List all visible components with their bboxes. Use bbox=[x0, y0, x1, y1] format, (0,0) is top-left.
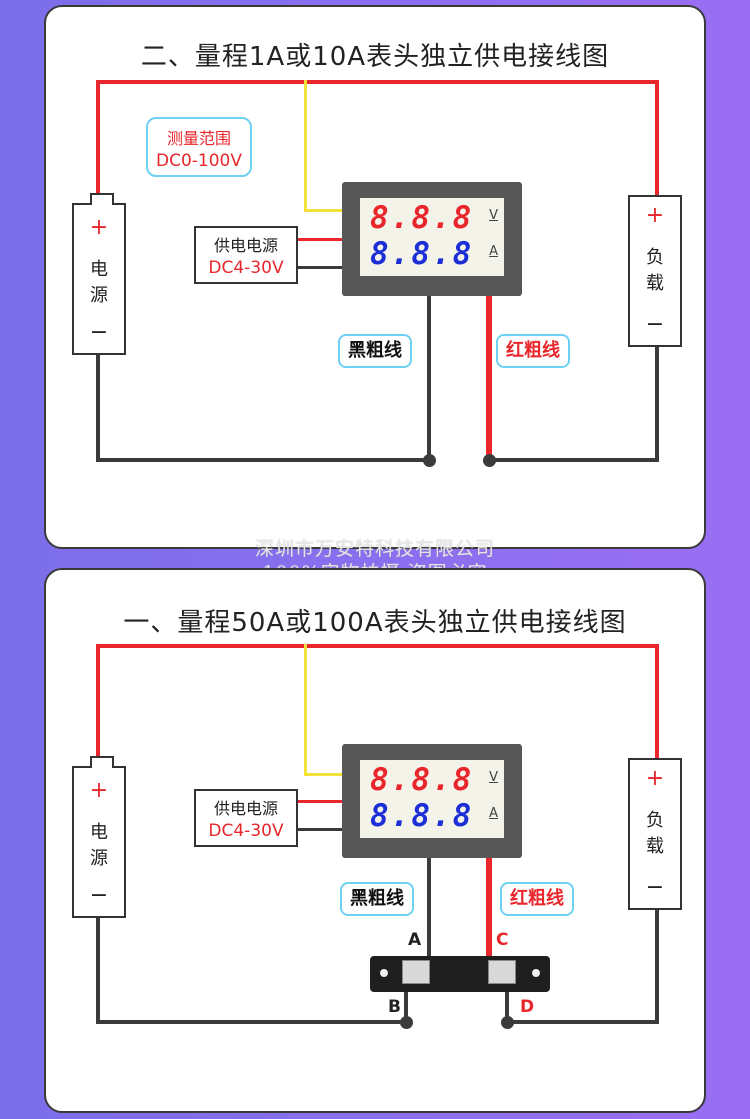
junction-dot bbox=[400, 1016, 413, 1029]
battery-positive-wire bbox=[96, 644, 100, 760]
bottom-black-wire-right bbox=[489, 458, 659, 462]
red-wire-tag: 红粗线 bbox=[500, 882, 574, 916]
meter-black-thick-wire bbox=[427, 296, 431, 462]
battery-negative-wire bbox=[96, 354, 100, 462]
shunt-mount-hole bbox=[380, 969, 388, 977]
bottom-black-wire-left bbox=[96, 1020, 408, 1024]
voltage-unit: V bbox=[489, 770, 498, 785]
terminal-d-label: D bbox=[520, 997, 535, 1017]
load-minus: − bbox=[645, 875, 665, 900]
current-shunt bbox=[370, 956, 550, 992]
junction-dot bbox=[483, 454, 496, 467]
top-red-wire bbox=[96, 80, 658, 84]
voltage-unit: V bbox=[489, 208, 498, 223]
load: + 负 载 − bbox=[628, 195, 682, 347]
yellow-sense-wire bbox=[304, 644, 307, 776]
power-supply-voltage: DC4-30V bbox=[208, 821, 284, 841]
voltage-digits: 8.8.8 bbox=[370, 200, 474, 236]
volt-amp-meter: 8.8.8 V 8.8.8 A bbox=[342, 182, 522, 296]
meter-display: 8.8.8 V 8.8.8 A bbox=[360, 760, 504, 838]
terminal-b-label: B bbox=[388, 997, 401, 1017]
black-wire-tag: 黑粗线 bbox=[340, 882, 414, 916]
voltage-digits: 8.8.8 bbox=[370, 762, 474, 798]
yellow-sense-wire-h bbox=[304, 773, 344, 776]
meter-black-thick-wire bbox=[427, 858, 431, 958]
power-supply-label: 供电电源 bbox=[213, 236, 278, 255]
meter-display: 8.8.8 V 8.8.8 A bbox=[360, 198, 504, 276]
supply-red-wire bbox=[296, 238, 344, 241]
battery-minus: − bbox=[89, 320, 109, 345]
load-positive-wire bbox=[655, 644, 659, 760]
shunt-d-wire bbox=[505, 990, 509, 1024]
power-supply-voltage: DC4-30V bbox=[208, 258, 284, 278]
volt-amp-meter: 8.8.8 V 8.8.8 A bbox=[342, 744, 522, 858]
load-plus: + bbox=[645, 203, 665, 228]
load-minus: − bbox=[645, 312, 665, 337]
battery-plus: + bbox=[89, 778, 109, 803]
yellow-sense-wire-h bbox=[304, 209, 344, 212]
battery-cap bbox=[90, 193, 114, 205]
measurement-range-bubble: 测量范围 DC0-100V bbox=[146, 117, 252, 177]
battery-label: 电 源 bbox=[90, 822, 108, 869]
battery-minus: − bbox=[89, 883, 109, 908]
top-red-wire bbox=[96, 644, 658, 648]
diagram-2-title: 一、量程50A或100A表头独立供电接线图 bbox=[123, 608, 627, 638]
load-label: 负 载 bbox=[646, 810, 664, 857]
meter-red-thick-wire bbox=[486, 296, 492, 462]
battery-cap bbox=[90, 756, 114, 768]
load-positive-wire bbox=[655, 80, 659, 198]
current-digits: 8.8.8 bbox=[370, 236, 474, 272]
supply-black-wire bbox=[296, 828, 344, 831]
junction-dot bbox=[501, 1016, 514, 1029]
power-supply-box: 供电电源 DC4-30V bbox=[194, 789, 298, 847]
battery-negative-wire bbox=[96, 916, 100, 1024]
supply-black-wire bbox=[296, 266, 344, 269]
battery-label: 电 源 bbox=[90, 259, 108, 306]
current-digits: 8.8.8 bbox=[370, 798, 474, 834]
battery-plus: + bbox=[89, 215, 109, 240]
load-negative-wire bbox=[655, 346, 659, 462]
current-unit: A bbox=[489, 806, 498, 821]
supply-red-wire bbox=[296, 800, 344, 803]
shunt-b-wire bbox=[404, 990, 408, 1024]
load-label: 负 载 bbox=[646, 247, 664, 294]
battery: + 电 源 − bbox=[72, 193, 126, 355]
meter-red-thick-wire bbox=[486, 858, 492, 958]
battery-positive-wire bbox=[96, 80, 100, 198]
power-supply-box: 供电电源 DC4-30V bbox=[194, 226, 298, 284]
watermark-company: 深圳市万安特科技有限公司 bbox=[254, 538, 495, 560]
terminal-a-label: A bbox=[408, 930, 422, 950]
terminal-c-label: C bbox=[496, 930, 509, 950]
bottom-black-wire-left bbox=[96, 458, 430, 462]
range-label: 测量范围 bbox=[166, 129, 231, 148]
shunt-mount-hole bbox=[532, 969, 540, 977]
yellow-sense-wire bbox=[304, 80, 307, 212]
battery: + 电 源 − bbox=[72, 756, 126, 918]
current-unit: A bbox=[489, 244, 498, 259]
shunt-terminal-block bbox=[402, 960, 430, 984]
range-value: DC0-100V bbox=[156, 151, 242, 171]
junction-dot bbox=[423, 454, 436, 467]
load-plus: + bbox=[645, 766, 665, 791]
bottom-black-wire-right bbox=[505, 1020, 659, 1024]
black-wire-tag: 黑粗线 bbox=[338, 334, 412, 368]
shunt-terminal-block bbox=[488, 960, 516, 984]
load: + 负 载 − bbox=[628, 758, 682, 910]
load-negative-wire bbox=[655, 908, 659, 1024]
power-supply-label: 供电电源 bbox=[213, 799, 278, 818]
diagram-1-title: 二、量程1A或10A表头独立供电接线图 bbox=[140, 42, 610, 72]
red-wire-tag: 红粗线 bbox=[496, 334, 570, 368]
